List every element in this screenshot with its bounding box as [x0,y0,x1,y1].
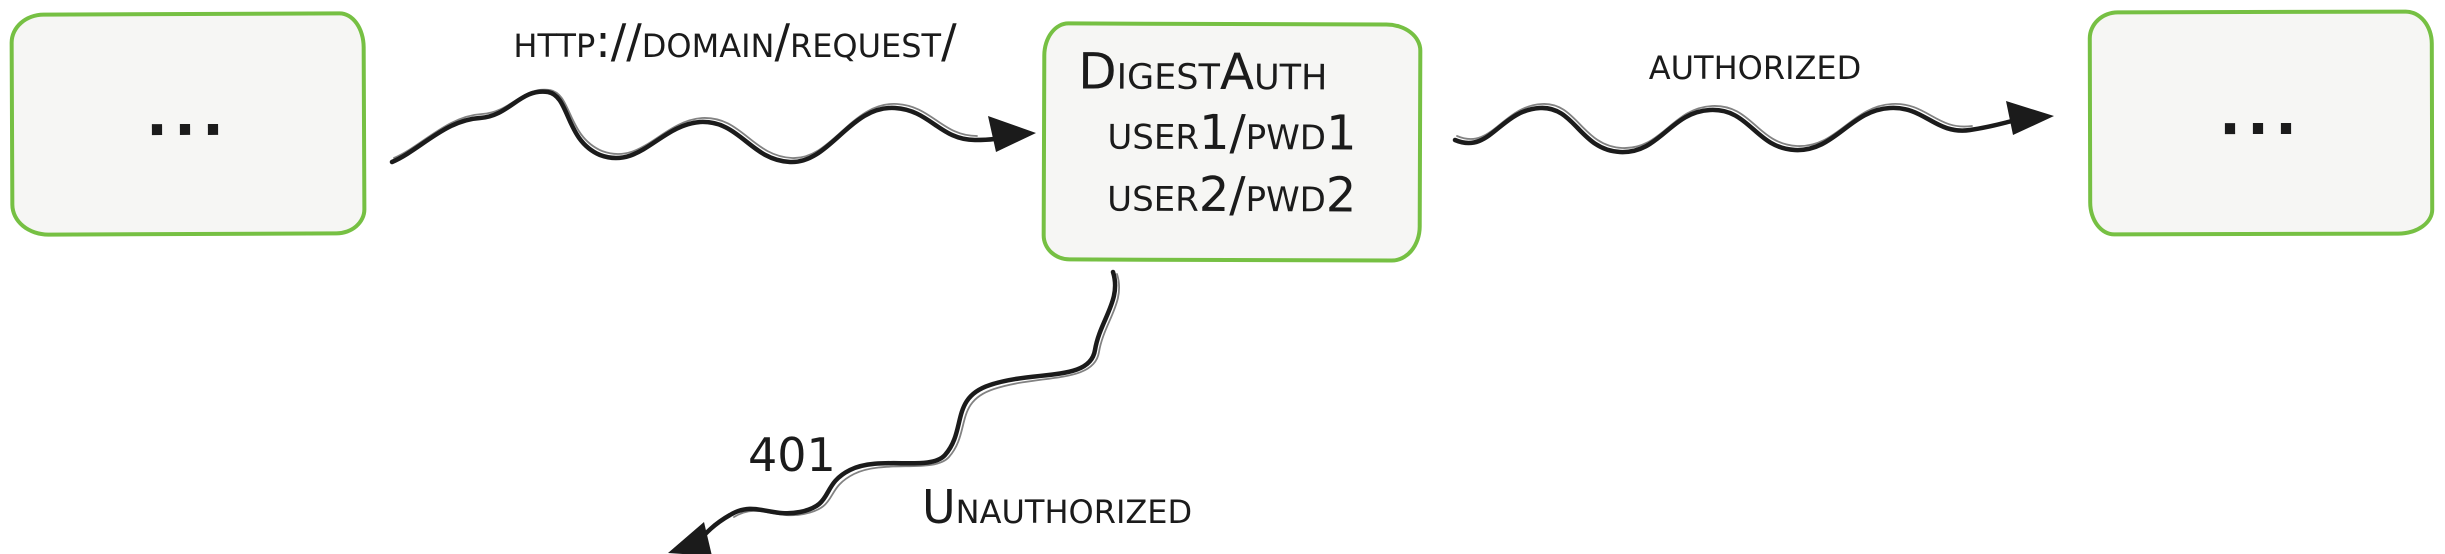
unauthorized-edge-label: Unauthorized [922,480,1193,534]
node-server-label: ... [2218,79,2304,149]
node-client-label: ... [145,80,231,150]
request-edge-label: http://domain/request/ [513,14,957,68]
digest-auth-credential-1: user1/pwd1 [1107,104,1357,162]
authorized-edge-label: authorized [1648,36,1862,90]
status-code-401-label: 401 [748,428,836,482]
node-digest-auth: DigestAuth user1/pwd1 user2/pwd2 [1041,21,1423,263]
node-client: ... [9,11,367,237]
digest-auth-title: DigestAuth [1078,42,1328,102]
digest-auth-credential-2: user2/pwd2 [1107,166,1357,224]
request-arrow [389,88,1036,165]
node-server: ... [2087,9,2435,237]
authorized-arrow [1452,101,2054,155]
